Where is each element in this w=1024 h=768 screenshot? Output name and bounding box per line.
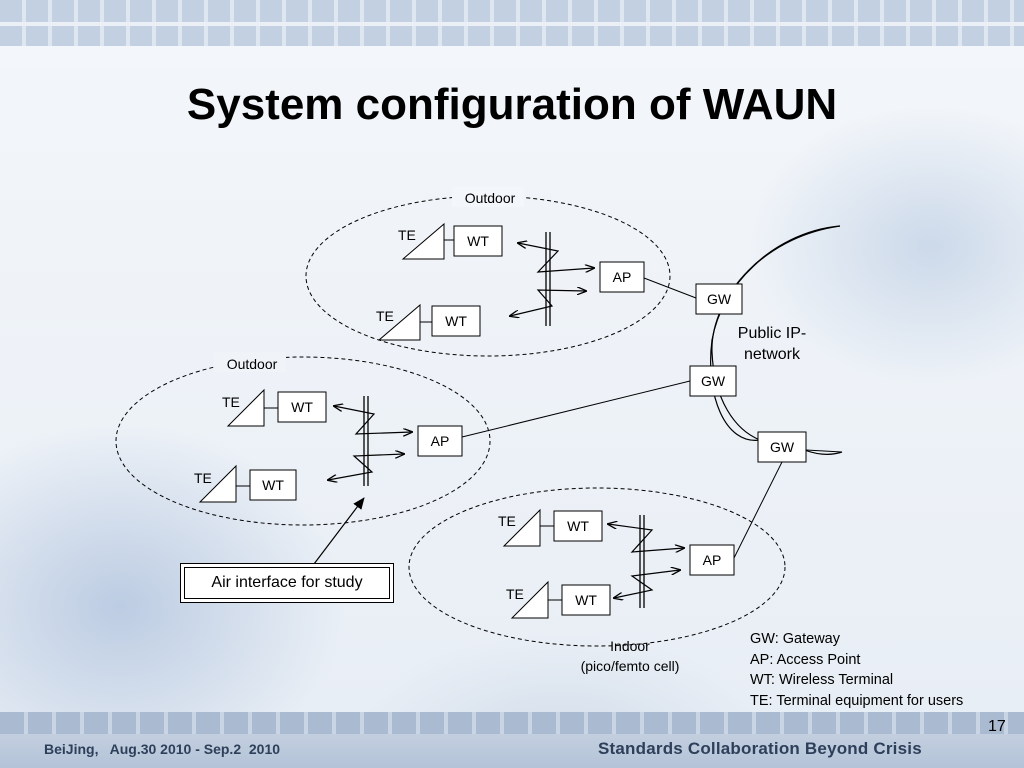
wt-label: WT bbox=[262, 477, 284, 493]
wt-label: WT bbox=[575, 592, 597, 608]
legend-item: GW: Gateway bbox=[750, 631, 840, 647]
network-label-line2: network bbox=[744, 346, 801, 363]
te-label: TE bbox=[222, 394, 240, 410]
air-interface-label: Air interface for study bbox=[184, 567, 390, 599]
zone-indoor-sublabel: (pico/femto cell) bbox=[581, 658, 680, 674]
gw-label: GW bbox=[701, 373, 726, 389]
ap-box bbox=[417, 425, 463, 457]
network-label-line1: Public IP- bbox=[738, 325, 806, 342]
header-band bbox=[0, 0, 1024, 46]
te-label: TE bbox=[398, 227, 416, 243]
radio-link-arrow bbox=[608, 524, 684, 553]
footer-event-info: BeiJing, Aug.30 2010 - Sep.2 2010 bbox=[44, 741, 281, 757]
legend-item: AP: Access Point bbox=[750, 651, 861, 668]
legend-item: WT: Wireless Terminal bbox=[750, 672, 894, 688]
gw-box bbox=[689, 365, 737, 397]
zone-outdoor-2-label: Outdoor bbox=[227, 356, 278, 372]
te-label: TE bbox=[194, 470, 212, 486]
legend-item: TE: Terminal equipment for users bbox=[750, 692, 964, 709]
radio-link-arrow bbox=[510, 290, 586, 316]
ap-label: AP bbox=[431, 433, 450, 449]
wt-box bbox=[453, 225, 503, 257]
air-interface-box: Air interface for study bbox=[180, 563, 394, 603]
page-number: 17 bbox=[988, 718, 1006, 735]
gw-label: GW bbox=[707, 291, 732, 307]
ap-label: AP bbox=[613, 269, 632, 285]
ap-box bbox=[599, 261, 645, 293]
wt-box bbox=[553, 510, 603, 542]
ap-box bbox=[689, 544, 735, 576]
zone-indoor-label: Indoor bbox=[610, 638, 650, 654]
wt-box bbox=[249, 469, 297, 501]
footer-slogan: Standards Collaboration Beyond Crisis bbox=[598, 739, 922, 758]
wt-box bbox=[431, 305, 481, 337]
footer-band bbox=[0, 712, 1024, 768]
wt-box bbox=[277, 391, 327, 423]
ap-label: AP bbox=[703, 552, 722, 568]
radio-link-arrow bbox=[614, 570, 680, 598]
zone-indoor-ellipse bbox=[408, 487, 786, 647]
zone-outdoor-1-label: Outdoor bbox=[465, 190, 516, 206]
wt-box bbox=[561, 584, 611, 616]
te-icon bbox=[401, 222, 445, 260]
wt-label: WT bbox=[467, 233, 489, 249]
zone-outdoor-2-ellipse bbox=[115, 356, 491, 526]
legend: GW: Gateway AP: Access Point WT: Wireles… bbox=[750, 629, 963, 711]
te-icon bbox=[198, 464, 237, 503]
radio-link-arrow bbox=[518, 243, 594, 273]
public-ip-network-arc bbox=[711, 225, 841, 441]
radio-link-arrow bbox=[334, 406, 412, 434]
radio-link-arrow bbox=[328, 454, 404, 480]
gw-label: GW bbox=[770, 439, 795, 455]
gw-box bbox=[695, 283, 743, 315]
wt-label: WT bbox=[567, 518, 589, 534]
te-label: TE bbox=[376, 308, 394, 324]
background-wash bbox=[0, 46, 1024, 726]
te-label: TE bbox=[506, 586, 524, 602]
te-label: TE bbox=[498, 513, 516, 529]
slide-title: System configuration of WAUN bbox=[186, 80, 838, 129]
wt-label: WT bbox=[445, 313, 467, 329]
air-interface-pointer bbox=[313, 497, 365, 565]
te-icon bbox=[502, 508, 541, 547]
wt-label: WT bbox=[291, 399, 313, 415]
